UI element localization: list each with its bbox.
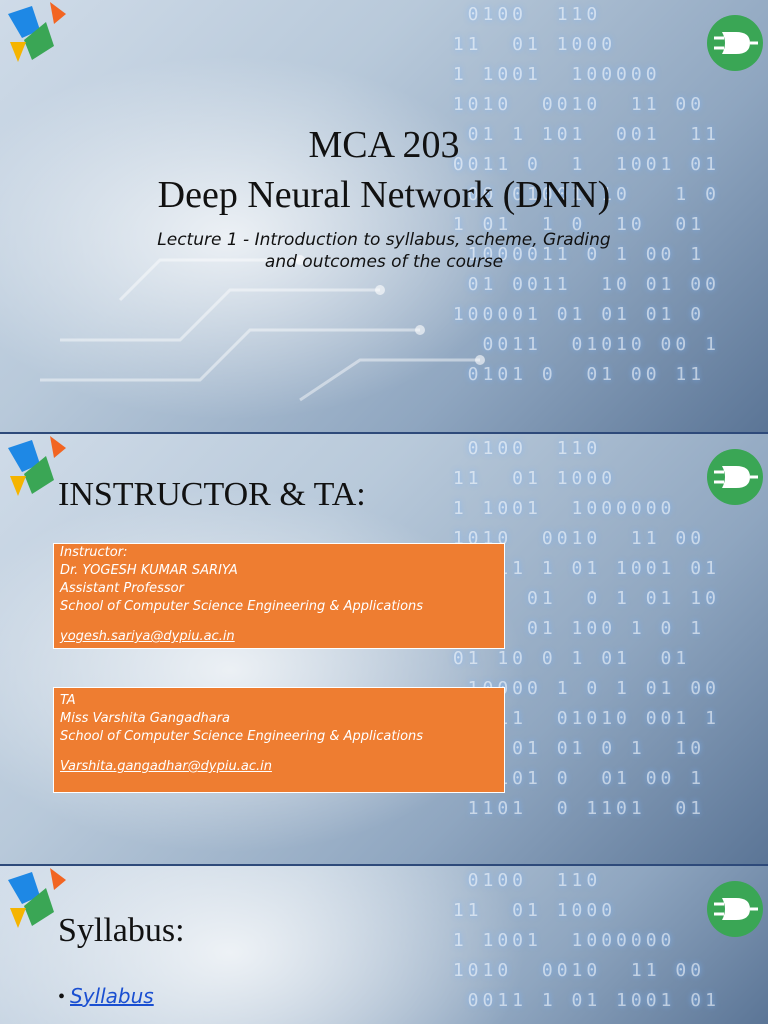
- ta-email-link[interactable]: Varshita.gangadhar@dypiu.ac.in: [60, 759, 272, 774]
- binary-background: 0100 110 11 01 1000 1 1001 1000000 1010 …: [452, 870, 720, 1011]
- instructor-school: School of Computer Science Engineering &…: [60, 599, 424, 614]
- ta-name: Miss Varshita Gangadhara: [60, 711, 230, 726]
- bullet-symbol: •: [58, 986, 66, 1008]
- lecture-subtitle-line2: and outcomes of the course: [264, 252, 504, 272]
- course-code: MCA 203: [308, 124, 460, 166]
- ta-school: School of Computer Science Engineering &…: [60, 729, 424, 744]
- instructor-slide: 0100 110 11 01 1000 1 1001 1000000 1010 …: [0, 434, 768, 866]
- instructor-email-link[interactable]: yogesh.sariya@dypiu.ac.in: [60, 629, 235, 644]
- university-logo-icon: [8, 868, 66, 928]
- gate-logo-icon: [707, 881, 763, 937]
- gate-logo-icon: [707, 15, 763, 71]
- instructor-role: Instructor:: [60, 545, 128, 560]
- syllabus-link[interactable]: Syllabus: [70, 984, 154, 1008]
- slide-heading: INSTRUCTOR & TA:: [58, 476, 366, 513]
- ta-card: TA Miss Varshita Gangadhara School of Co…: [53, 687, 505, 793]
- binary-background: 0100 110 11 01 1000 1 1001 100000 1010 0…: [452, 4, 720, 385]
- course-title: Deep Neural Network (DNN): [157, 174, 611, 216]
- university-logo-icon: [8, 436, 66, 496]
- syllabus-bullet: • Syllabus: [58, 984, 154, 1009]
- instructor-name: Dr. YOGESH KUMAR SARIYA: [60, 563, 238, 578]
- syllabus-slide: 0100 110 11 01 1000 1 1001 1000000 1010 …: [0, 866, 768, 1024]
- lecture-subtitle-line1: Lecture 1 - Introduction to syllabus, sc…: [157, 230, 611, 250]
- ta-role: TA: [60, 693, 76, 708]
- slide-heading: Syllabus:: [58, 912, 185, 949]
- instructor-designation: Assistant Professor: [60, 581, 184, 596]
- gate-logo-icon: [707, 449, 763, 505]
- instructor-card: Instructor: Dr. YOGESH KUMAR SARIYA Assi…: [53, 543, 505, 649]
- university-logo-icon: [8, 2, 66, 62]
- title-slide: 0100 110 11 01 1000 1 1001 100000 1010 0…: [0, 0, 768, 434]
- circuit-pattern: [40, 255, 485, 402]
